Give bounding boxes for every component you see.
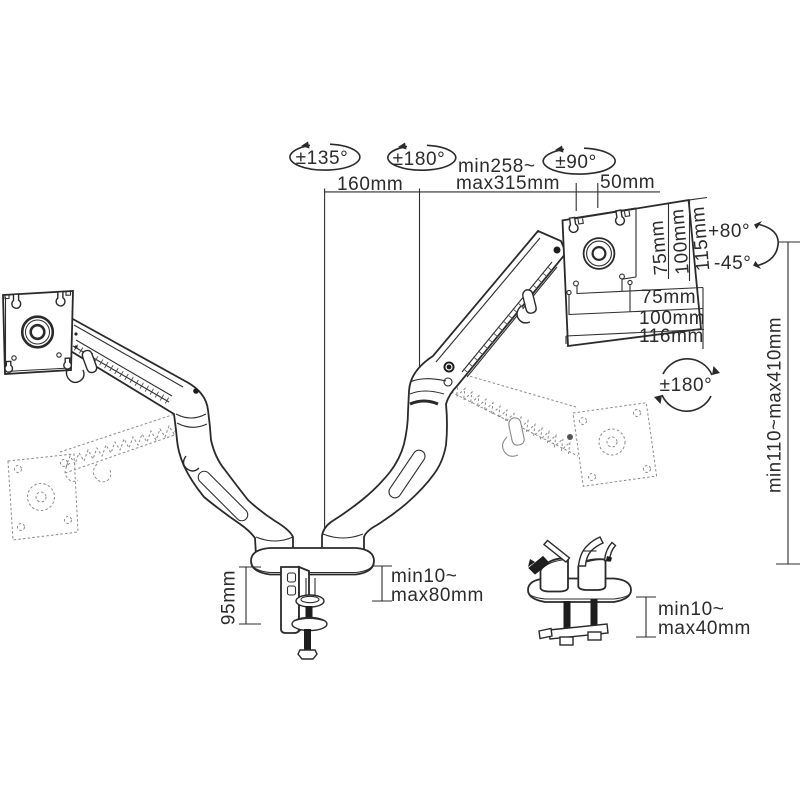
svg-text:50mm: 50mm — [600, 172, 655, 193]
svg-text:75mm: 75mm — [647, 219, 673, 276]
svg-text:±90°: ±90° — [555, 152, 597, 173]
svg-text:95mm: 95mm — [219, 570, 240, 625]
svg-text:75mm: 75mm — [641, 287, 696, 308]
svg-text:min10~: min10~ — [658, 599, 724, 620]
svg-text:±180°: ±180° — [393, 149, 446, 170]
svg-text:max40mm: max40mm — [658, 618, 751, 639]
svg-text:160mm: 160mm — [337, 174, 403, 195]
svg-text:min10~: min10~ — [391, 566, 457, 587]
svg-text:±180°: ±180° — [660, 375, 713, 396]
svg-text:min258~: min258~ — [458, 156, 536, 177]
svg-text:max315mm: max315mm — [456, 173, 560, 194]
svg-text:100mm: 100mm — [639, 308, 705, 329]
svg-text:-45°: -45° — [714, 253, 751, 274]
svg-text:max80mm: max80mm — [391, 585, 484, 606]
svg-text:+80°: +80° — [708, 221, 750, 242]
svg-text:min110~max410mm: min110~max410mm — [765, 317, 786, 493]
svg-text:116mm: 116mm — [639, 326, 704, 347]
svg-text:±135°: ±135° — [296, 148, 349, 169]
